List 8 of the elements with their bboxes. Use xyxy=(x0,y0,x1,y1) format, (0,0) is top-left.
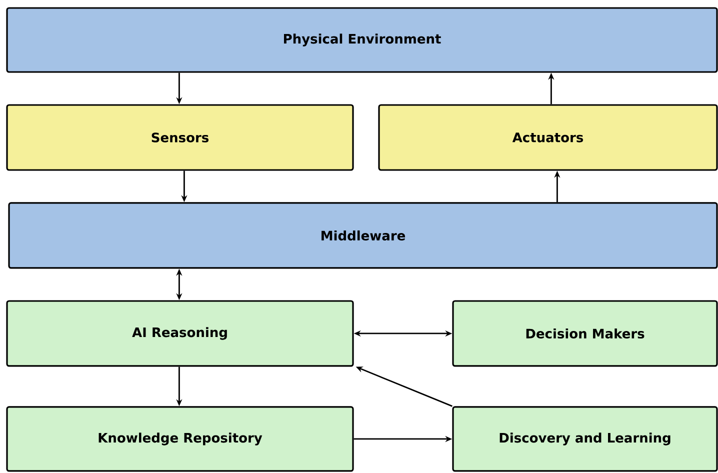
process-box: Physical Environment xyxy=(6,7,718,73)
process-box: Sensors xyxy=(6,104,354,171)
process-box: Middleware xyxy=(8,202,718,269)
process-box: Discovery and Learning xyxy=(452,406,718,472)
process-box: AI Reasoning xyxy=(6,300,354,367)
process-box: Decision Makers xyxy=(452,300,718,367)
process-box: Knowledge Repository xyxy=(6,406,354,472)
process-box: Actuators xyxy=(378,104,718,171)
